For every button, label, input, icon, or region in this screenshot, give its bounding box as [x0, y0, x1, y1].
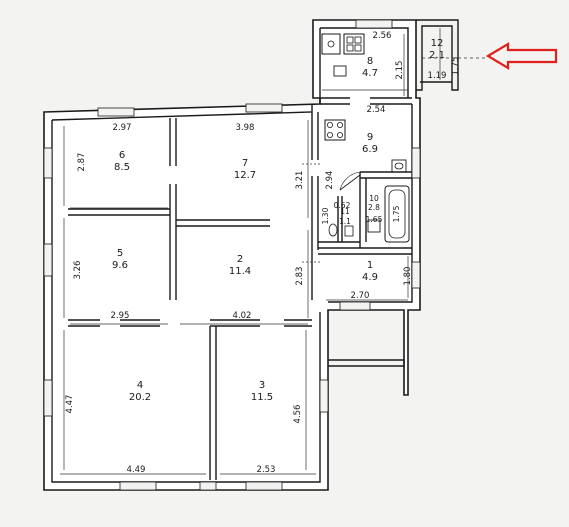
- room-6-number: 6: [119, 150, 125, 161]
- dim-2-94: 2.94: [325, 171, 335, 190]
- dimension-lines: [60, 28, 486, 475]
- room-5-area: 9.6: [112, 260, 128, 271]
- dim-4-49: 4.49: [127, 465, 146, 475]
- room-3-number: 3: [259, 380, 265, 391]
- room-2-area: 11.4: [229, 266, 251, 277]
- room-1-area: 4.9: [362, 272, 378, 283]
- dim-1-80: 1.80: [403, 267, 413, 286]
- dim-1-75-bath: 1.75: [392, 205, 401, 222]
- room-8-number: 8: [367, 56, 373, 67]
- interior-walls: [68, 97, 412, 480]
- dim-3-26: 3.26: [73, 261, 83, 280]
- dim-2-87: 2.87: [77, 153, 87, 172]
- dim-1-75-porch: 1.75: [451, 57, 461, 76]
- dim-2-95: 2.95: [111, 311, 130, 321]
- room-3-area: 11.5: [251, 392, 273, 403]
- room-1-number: 1: [367, 260, 373, 271]
- room-6-area: 8.5: [114, 162, 130, 173]
- room-4-number: 4: [137, 380, 143, 391]
- room-5-number: 5: [117, 248, 123, 259]
- dim-1-65: 1.65: [366, 215, 383, 224]
- room-4-area: 20.2: [129, 392, 151, 403]
- entrance-arrow: [485, 42, 558, 70]
- room-11-area: 1.1: [339, 217, 351, 226]
- room-10-number: 10: [369, 194, 379, 203]
- dim-2-83: 2.83: [295, 267, 305, 286]
- room-8-area: 4.7: [362, 68, 378, 79]
- room-12-area: 2.1: [429, 50, 445, 61]
- dim-0-62: 0.62: [334, 201, 351, 210]
- outer-walls: [43, 19, 459, 491]
- dim-4-56: 4.56: [293, 405, 303, 424]
- room-10-area: 2.8: [368, 203, 380, 212]
- room-12-number: 12: [431, 38, 444, 49]
- room-2-number: 2: [237, 254, 243, 265]
- dim-4-47: 4.47: [65, 395, 75, 414]
- dim-2-53: 2.53: [257, 465, 276, 475]
- room-9-number: 9: [367, 132, 373, 143]
- fixtures: [321, 33, 410, 243]
- windows: [43, 19, 421, 491]
- dim-2-70: 2.70: [351, 291, 370, 301]
- room-7-area: 12.7: [234, 170, 256, 181]
- dim-2-97: 2.97: [113, 123, 132, 133]
- dimension-labels: 2.97 3.98 2.56 2.54 2.87 3.21 2.94 2.15 …: [65, 31, 461, 475]
- room-labels: 6 8.5 7 12.7 5 9.6 2 11.4 4 20.2 3 11.5 …: [112, 38, 445, 403]
- dim-2-15: 2.15: [395, 61, 405, 80]
- dim-1-30: 1.30: [321, 207, 330, 224]
- dim-2-56: 2.56: [373, 31, 392, 41]
- dim-3-21: 3.21: [295, 171, 305, 190]
- room-7-number: 7: [242, 158, 248, 169]
- dim-3-98: 3.98: [236, 123, 255, 133]
- room-9-area: 6.9: [362, 144, 378, 155]
- dim-2-54: 2.54: [367, 105, 386, 115]
- dim-1-19: 1.19: [428, 71, 447, 81]
- dim-4-02: 4.02: [233, 311, 252, 321]
- room-11-number: 11: [340, 207, 350, 216]
